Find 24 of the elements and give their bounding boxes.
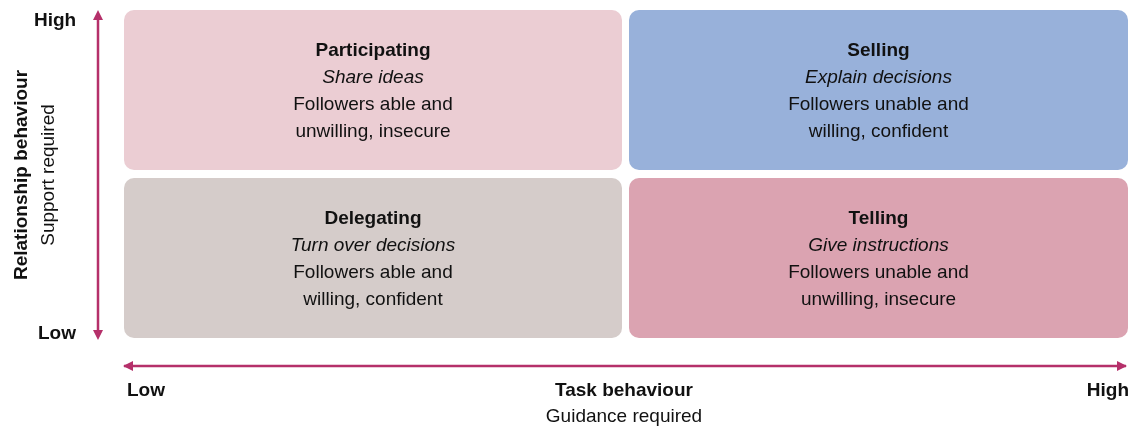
quadrant-box — [629, 178, 1128, 338]
quadrant-heading: Participating — [315, 38, 431, 62]
quadrant-subtitle: Explain decisions — [805, 65, 952, 89]
quadrant-description: Followers unable and willing, confident — [787, 92, 970, 143]
quadrant-subtitle: Turn over decisions — [290, 233, 456, 257]
quadrant-description: Followers able and unwilling, insecure — [292, 92, 454, 143]
quadrant-heading: Delegating — [324, 206, 422, 230]
axis-end-label: High — [1086, 378, 1129, 402]
quadrant-subtitle: Give instructions — [808, 233, 949, 257]
axis-subtitle: Support required — [36, 104, 59, 246]
axis-subtitle: Guidance required — [545, 404, 703, 427]
quadrant-description: Followers able and willing, confident — [292, 260, 454, 311]
quadrant-box — [124, 178, 622, 338]
quadrant-box — [124, 10, 622, 170]
axis-end-label: Low — [38, 321, 76, 345]
quadrant-heading: Telling — [848, 206, 909, 230]
quadrant-heading: Selling — [847, 38, 910, 62]
axis-end-label: Low — [127, 378, 165, 402]
quadrant-description: Followers unable and unwilling, insecure — [787, 260, 970, 311]
axis-title: Task behaviour — [555, 378, 693, 402]
quadrant-subtitle: Share ideas — [322, 65, 424, 89]
axis-title: Relationship behaviour — [9, 69, 32, 281]
axis-end-label: High — [34, 8, 77, 32]
quadrant-box — [629, 10, 1128, 170]
